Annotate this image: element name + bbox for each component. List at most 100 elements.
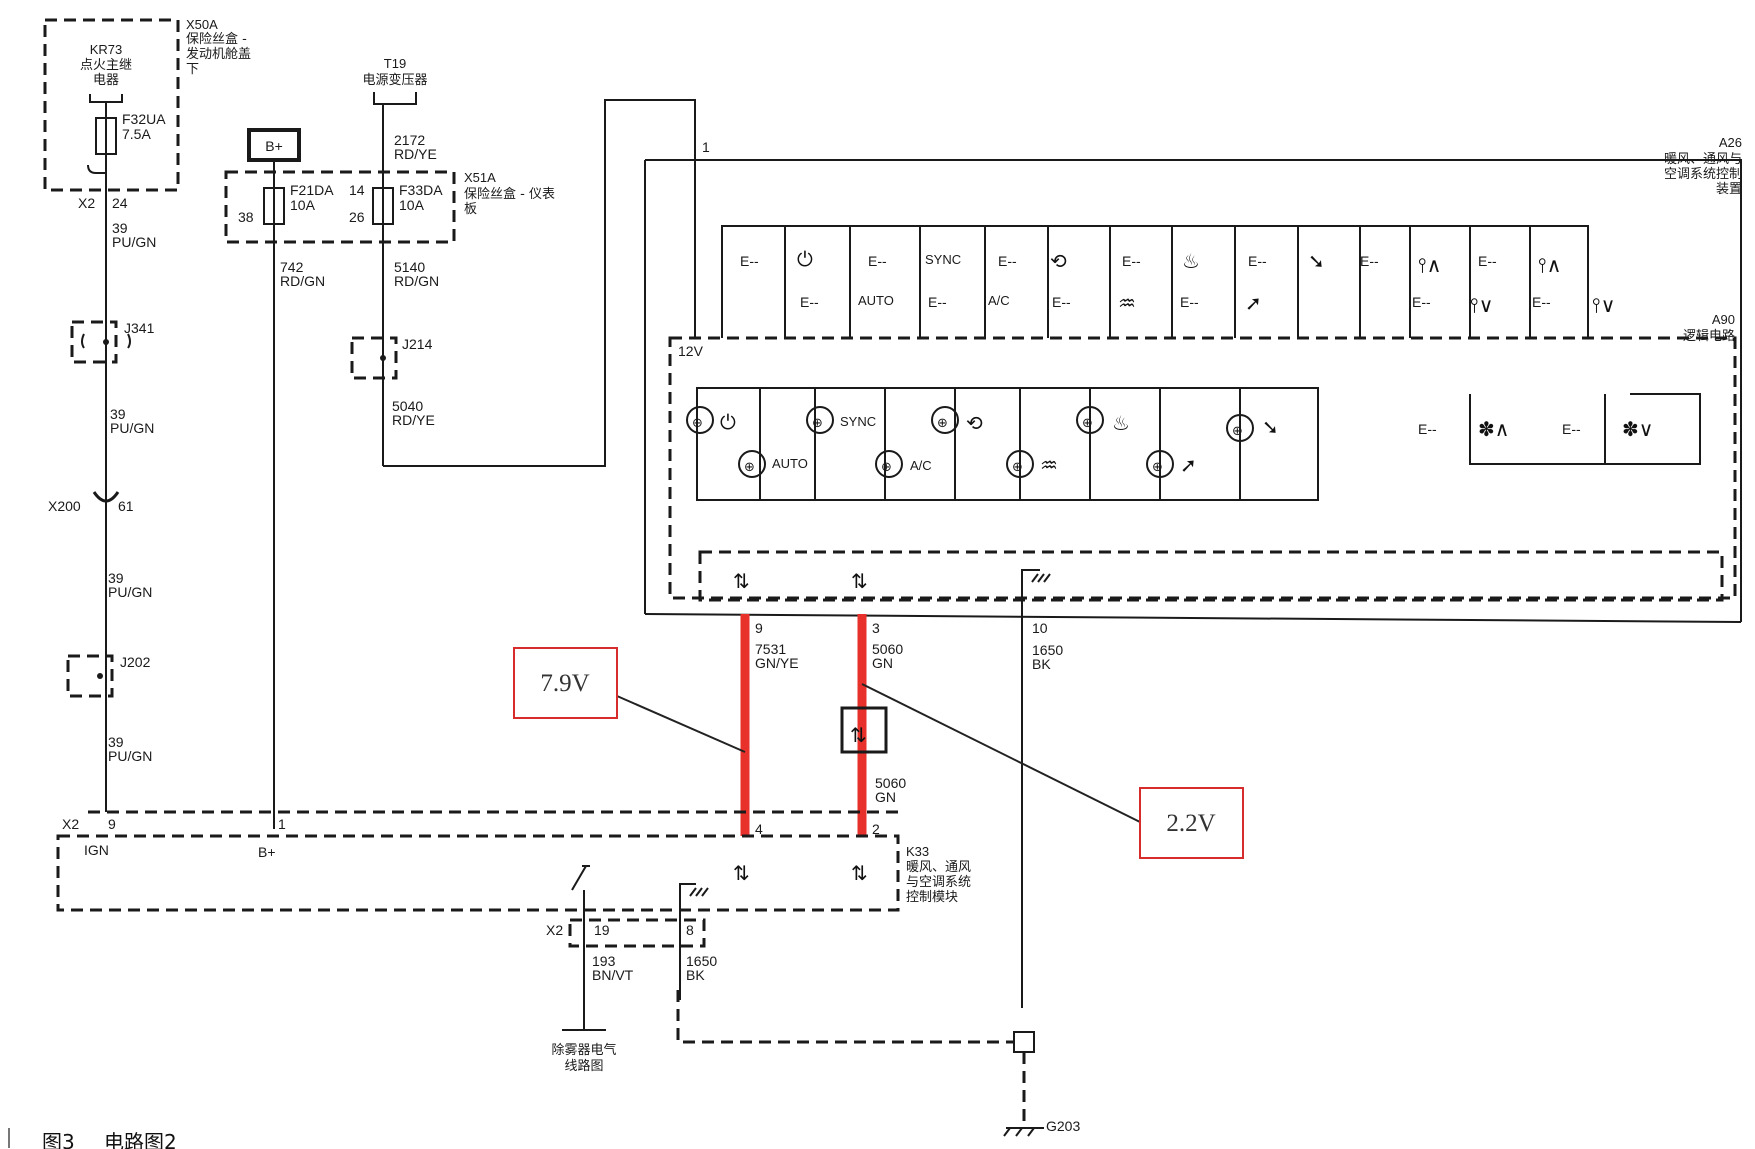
wire-gauge: 193 bbox=[592, 953, 616, 969]
fuse-f33-pin-out: 26 bbox=[349, 209, 365, 225]
wire-gauge: 2172 bbox=[394, 132, 425, 148]
fuse-f32-rating: 7.5A bbox=[122, 126, 151, 142]
bidirectional-arrow-icon: ⇅ bbox=[851, 861, 868, 885]
connector-x200: X200 61 bbox=[48, 491, 134, 514]
ground-link bbox=[676, 990, 1014, 1044]
k33-pin4: 4 bbox=[755, 821, 763, 837]
voltage-callout-right: 2.2V bbox=[861, 683, 1244, 859]
windshield-defrost-icon: ♒ bbox=[1118, 291, 1136, 315]
wire-gauge: 39 bbox=[108, 570, 124, 586]
pin9-label: 9 bbox=[755, 620, 763, 636]
fuse-f21-code: F21DA bbox=[290, 182, 334, 198]
switch-face: E-- bbox=[1248, 253, 1267, 269]
fan-up-icon: ✽∧ bbox=[1478, 417, 1509, 441]
pin3-label: 3 bbox=[872, 620, 880, 636]
connector-x2-top bbox=[87, 164, 106, 174]
svg-text:⊕: ⊕ bbox=[692, 415, 703, 430]
wire-color: PU/GN bbox=[108, 748, 152, 764]
x50a-label: 保险丝盒 - bbox=[186, 31, 247, 47]
k33-label: 与空调系统 bbox=[906, 875, 971, 890]
indicator-panel bbox=[696, 387, 1319, 501]
led-auto: ⊕AUTO bbox=[738, 450, 808, 478]
wire-color: GN bbox=[875, 789, 896, 805]
airflow-foot-icon: ➚ bbox=[1245, 291, 1262, 315]
led-recirc: ⊕⟲ bbox=[931, 406, 983, 435]
relay-label: 点火主继 bbox=[80, 58, 132, 73]
ground-splice bbox=[1013, 1031, 1035, 1053]
x200-pin: 61 bbox=[118, 498, 134, 514]
switch-foot: E-- bbox=[1180, 294, 1199, 310]
voltage-2-2: 2.2V bbox=[1166, 810, 1215, 837]
svg-text:⊕: ⊕ bbox=[744, 459, 755, 474]
wire-gauge: 5060 bbox=[875, 775, 906, 791]
wire-color: PU/GN bbox=[108, 584, 152, 600]
sync-label: SYNC bbox=[925, 252, 961, 267]
fuse-f21-rating: 10A bbox=[290, 197, 316, 213]
led-front-defrost: ⊕♒ bbox=[1006, 450, 1058, 478]
switch-fan-up: E-- bbox=[1418, 421, 1437, 437]
seat-defrost-icon: ♨ bbox=[1182, 249, 1200, 273]
switch-recirc: E-- bbox=[998, 253, 1017, 269]
bplus-source: B+ bbox=[247, 128, 301, 172]
led-foot: ⊕➚ bbox=[1146, 450, 1197, 478]
figure-number: 图3 bbox=[42, 1130, 75, 1149]
switch-rear-defrost: E-- bbox=[1122, 253, 1141, 269]
wire-color: GN/YE bbox=[755, 655, 799, 671]
wire-gauge: 39 bbox=[112, 220, 128, 236]
svg-text:⊕: ⊕ bbox=[1232, 423, 1243, 438]
t19-name: 电源变压器 bbox=[362, 72, 427, 88]
auto-label: AUTO bbox=[858, 293, 894, 308]
temp-up-icon: ⫯∧ bbox=[1538, 253, 1561, 277]
fuse-f21-pin: 38 bbox=[238, 209, 254, 225]
wire-color: BK bbox=[686, 967, 705, 983]
switch-panel bbox=[721, 225, 1589, 338]
defog-label: 除雾器电气 bbox=[551, 1042, 616, 1058]
wire-color: RD/YE bbox=[392, 412, 435, 428]
a26-outline: A26 暖风、通风与 空调系统控制 装置 bbox=[644, 135, 1742, 623]
a26-label: 暖风、通风与 bbox=[1664, 152, 1742, 167]
led-ac: ⊕A/C bbox=[875, 450, 932, 478]
led-rear-defrost: ⊕♨ bbox=[1076, 406, 1130, 435]
a26-pin1: 1 bbox=[702, 139, 710, 155]
recirculation-icon: ⟲ bbox=[966, 411, 983, 435]
switch-temp-up-l: E-- bbox=[1360, 253, 1379, 269]
g203-label: G203 bbox=[1046, 1118, 1080, 1134]
wire-gauge: 1650 bbox=[1032, 642, 1063, 658]
x51a-label: 保险丝盒 - 仪表 bbox=[464, 186, 555, 202]
x2-top-label: X2 bbox=[78, 195, 95, 211]
wire-color: BN/VT bbox=[592, 967, 634, 983]
led-power: ⊕⏻ bbox=[686, 406, 736, 434]
fuse-f33-rating: 10A bbox=[399, 197, 425, 213]
module-k33: X2 9 1 4 2 IGN B+ ⇅ ⇅ K33 暖风、通风 与空调系统 控制… bbox=[56, 810, 971, 912]
switch-temp-down-l: E-- bbox=[1412, 294, 1431, 310]
x50a-label: 发动机舱盖 bbox=[186, 46, 251, 62]
switch-sync: E-- bbox=[868, 253, 887, 269]
svg-text:⊕: ⊕ bbox=[1152, 459, 1163, 474]
t19-code: T19 bbox=[384, 56, 406, 71]
wire-5040-route bbox=[383, 99, 696, 467]
k33-ign: IGN bbox=[84, 842, 109, 858]
wire-color: PU/GN bbox=[112, 234, 156, 250]
fuse-f33da: F33DA 10A 14 26 bbox=[349, 182, 443, 225]
fusebox-x50a: X50A 保险丝盒 - 发动机舱盖 下 bbox=[43, 17, 251, 192]
x50a-label: 下 bbox=[186, 62, 199, 77]
wire-gauge: 742 bbox=[280, 259, 304, 275]
wire-color: RD/GN bbox=[394, 273, 439, 289]
voltage-7-9: 7.9V bbox=[540, 670, 589, 697]
voltage-callout-left: 7.9V bbox=[513, 647, 746, 753]
windshield-defrost-icon: ♒ bbox=[1040, 453, 1058, 477]
seat-defrost-icon: ♨ bbox=[1112, 411, 1130, 435]
wire-gauge: 5040 bbox=[392, 398, 423, 414]
a26-label: 空调系统控制 bbox=[1664, 167, 1742, 182]
inline-connector: ⇅ bbox=[840, 706, 888, 754]
j341-label: J341 bbox=[124, 320, 155, 336]
switch-row-top: E-- ⏻ E-- SYNC E-- ⟲ E-- ♨ E-- ➘ E-- ⫯∧ … bbox=[740, 247, 1561, 277]
svg-text:⊕: ⊕ bbox=[881, 459, 892, 474]
fan-down-icon: ✽∨ bbox=[1622, 417, 1653, 441]
relay-code: KR73 bbox=[90, 42, 123, 57]
a26-label: 装置 bbox=[1716, 182, 1742, 197]
wire-gauge: 1650 bbox=[686, 953, 717, 969]
led-face: ⊕➘ bbox=[1226, 414, 1279, 442]
switch-temp-down-r: E-- bbox=[1532, 294, 1551, 310]
